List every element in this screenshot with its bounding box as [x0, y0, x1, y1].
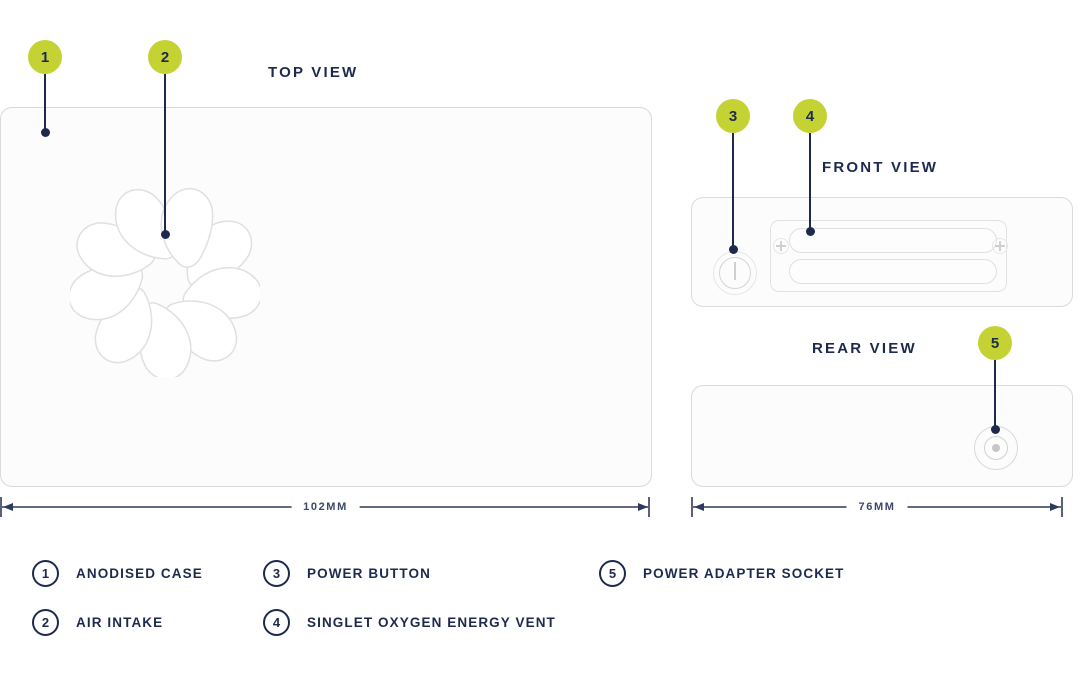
legend-label-singlet-oxygen-energy-vent: SINGLET OXYGEN ENERGY VENT: [307, 615, 556, 630]
callout-1-badge: 1: [28, 40, 62, 74]
rear-view-title: REAR VIEW: [812, 340, 917, 357]
callout-2-dot: [160, 230, 170, 239]
callout-2: 2: [148, 40, 182, 239]
legend-num-2: 2: [32, 609, 59, 636]
callout-5-badge: 5: [978, 326, 1012, 360]
energy-vent-slot-bottom: [789, 259, 997, 284]
legend-num-3: 3: [263, 560, 290, 587]
screw-icon-right: [992, 238, 1008, 254]
callout-3-badge: 3: [716, 99, 750, 133]
callout-1: 1: [28, 40, 62, 137]
callout-5: 5: [978, 326, 1012, 434]
callout-5-dot: [990, 425, 1000, 434]
legend-item-singlet-oxygen-energy-vent: 4 SINGLET OXYGEN ENERGY VENT: [263, 609, 556, 636]
energy-vent-slot-top: [789, 228, 997, 253]
callout-1-dot: [40, 128, 50, 137]
legend-num-4: 4: [263, 609, 290, 636]
callout-3: 3: [716, 99, 750, 254]
top-view-title: TOP VIEW: [268, 64, 359, 81]
callout-3-line: [732, 133, 734, 246]
legend-item-power-adapter-socket: 5 POWER ADAPTER SOCKET: [599, 560, 845, 587]
power-button-icon: [719, 257, 751, 289]
callout-1-line: [44, 74, 46, 129]
power-socket-pin: [992, 444, 1000, 452]
rear-view-panel: [691, 385, 1073, 487]
rear-view-dimension: 76MM: [691, 494, 1063, 520]
legend-label-air-intake: AIR INTAKE: [76, 615, 164, 630]
legend-item-anodised-case: 1 ANODISED CASE: [32, 560, 203, 587]
top-view-dimension: 102MM: [0, 494, 651, 520]
legend-item-air-intake: 2 AIR INTAKE: [32, 609, 163, 636]
front-view-title: FRONT VIEW: [822, 159, 939, 176]
callout-4-dot: [805, 227, 815, 236]
callout-5-line: [994, 360, 996, 426]
top-view-dimension-label: 102MM: [291, 501, 360, 513]
power-socket-inner-ring: [984, 436, 1008, 460]
callout-2-line: [164, 74, 166, 231]
callout-4-badge: 4: [793, 99, 827, 133]
legend-label-power-adapter-socket: POWER ADAPTER SOCKET: [643, 566, 845, 581]
rear-view-dimension-label: 76MM: [846, 501, 908, 513]
legend-num-1: 1: [32, 560, 59, 587]
legend-label-anodised-case: ANODISED CASE: [76, 566, 203, 581]
legend-num-5: 5: [599, 560, 626, 587]
callout-2-badge: 2: [148, 40, 182, 74]
callout-4: 4: [793, 99, 827, 236]
screw-icon-left: [773, 238, 789, 254]
power-button-line: [734, 262, 736, 280]
legend-item-power-button: 3 POWER BUTTON: [263, 560, 431, 587]
legend-label-power-button: POWER BUTTON: [307, 566, 431, 581]
callout-4-line: [809, 133, 811, 228]
callout-3-dot: [728, 245, 738, 254]
air-intake-fan-icon: [70, 187, 260, 377]
